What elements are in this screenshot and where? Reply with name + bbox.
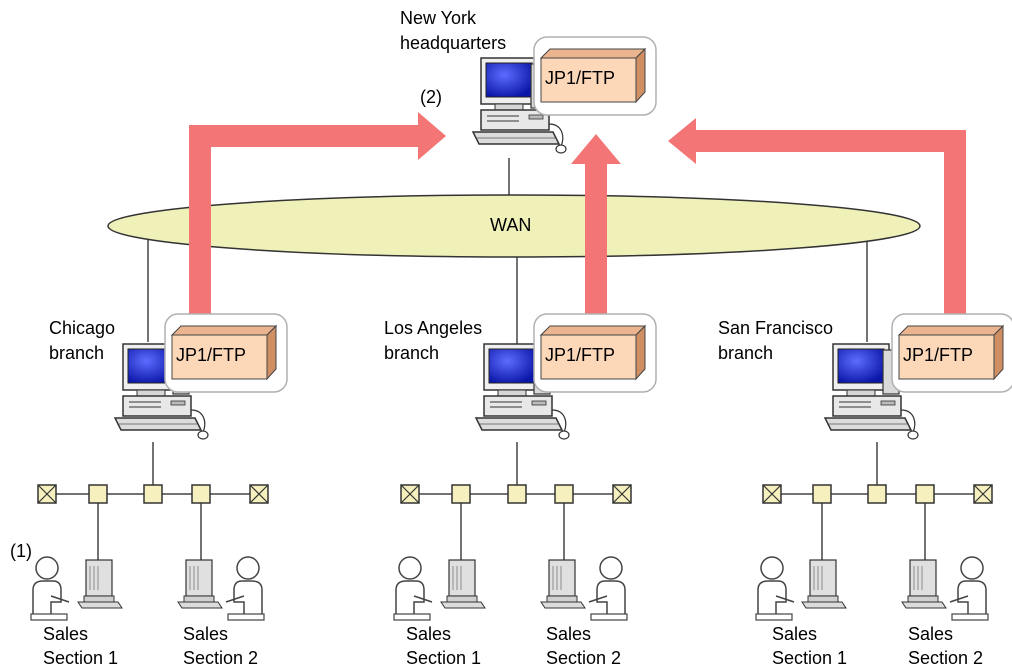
sf-section-2-label-line2: Section 2 xyxy=(908,648,984,668)
chicago-label-line1: Chicago xyxy=(49,318,116,338)
la-product-label: JP1/FTP xyxy=(545,345,616,365)
arrow-la-to-hq xyxy=(571,134,621,320)
user-marker: (1) xyxy=(10,541,32,561)
chicago-section-1-label-line2: Section 1 xyxy=(43,648,119,668)
chicago-product-label: JP1/FTP xyxy=(176,345,247,365)
la-section-2-label-line2: Section 2 xyxy=(546,648,622,668)
la-section-1-label-line2: Section 1 xyxy=(406,648,482,668)
sf-section-1-label-line2: Section 1 xyxy=(772,648,848,668)
la-section-2-label-line1: Sales xyxy=(546,624,592,644)
arrow-sf-to-hq xyxy=(668,118,966,320)
la-section-1-label-line1: Sales xyxy=(406,624,452,644)
sf-product-label: JP1/FTP xyxy=(903,345,974,365)
wan-label: WAN xyxy=(490,215,532,235)
sf-label-line2: branch xyxy=(718,343,774,363)
chicago-label-line2: branch xyxy=(49,343,105,363)
hq-product-label: JP1/FTP xyxy=(545,68,616,88)
la-label-line2: branch xyxy=(384,343,440,363)
arrow-chicago-to-hq xyxy=(189,112,446,320)
sf-section-2-label-line1: Sales xyxy=(908,624,954,644)
la-section-2-user xyxy=(540,556,628,621)
sf-section-1-user xyxy=(755,556,847,621)
hq-label-line2: headquarters xyxy=(400,33,507,53)
chicago-section-1-user xyxy=(30,556,123,621)
lan-sf xyxy=(762,484,993,575)
sf-section-1-label-line1: Sales xyxy=(772,624,818,644)
hq-marker: (2) xyxy=(420,87,442,107)
sf-label-line1: San Francisco xyxy=(718,318,834,338)
lan-la xyxy=(400,484,632,575)
la-label-line1: Los Angeles xyxy=(384,318,483,338)
la-section-1-user xyxy=(393,556,486,621)
wan-cloud xyxy=(107,194,921,258)
sf-section-2-user xyxy=(901,556,989,621)
chicago-section-2-label-line2: Section 2 xyxy=(183,648,259,668)
chicago-section-2-user xyxy=(177,556,265,621)
chicago-section-1-label-line1: Sales xyxy=(43,624,89,644)
chicago-section-2-label-line1: Sales xyxy=(183,624,229,644)
transfer-arrows xyxy=(189,112,966,320)
hq-label-line1: New York xyxy=(400,8,477,28)
connection-lines xyxy=(147,158,878,485)
lan-chicago xyxy=(37,484,269,575)
